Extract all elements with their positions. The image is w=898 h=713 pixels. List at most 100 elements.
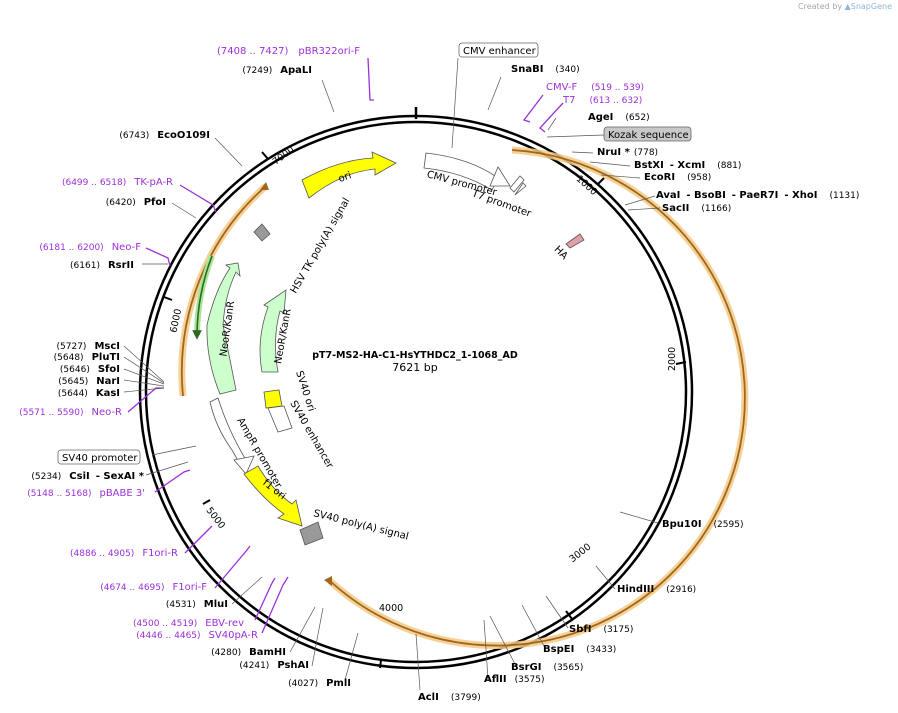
sv40-polya-label: SV40 poly(A) signal [312,508,409,542]
f1-ori-arrow [243,465,303,527]
orf-neo-green [192,254,215,340]
site-sbfi: SbfI(3175) [569,624,633,635]
site-pshai: (4241)PshAI [239,660,309,671]
ha-tag-arrow [565,233,585,249]
primer-neo-r: (5571 .. 5590)Neo-R [19,407,122,418]
site-snabi: SnaBI(340) [511,64,580,75]
site-hindiii: HindIII(2916) [617,584,696,595]
tick-label-1000: 1000 [574,174,599,198]
primer-mark-tkpar [179,184,217,213]
primer-mark-cmvf [522,94,544,123]
boxed-feature-cmv-enhancer: CMV enhancer [458,42,539,58]
tick-labels: 1000 2000 3000 4000 5000 6000 7000 [168,144,678,614]
primer-cmv-f: CMV-F(519 .. 539) [546,82,644,93]
cmv-enhancer-label: CMV enhancer [463,46,537,57]
kozak-label: Kozak sequence [608,130,689,141]
snapgene-credit: Created by ▲SnapGene [798,2,892,11]
site-mlui: (4531)MluI [166,599,228,610]
site-labels-right: SnaBI(340) AgeI(652) NruI *(778) BstXI- … [418,64,859,703]
tick-mark-7000 [261,151,269,160]
snapgene-logo-icon: ▲ [844,2,851,11]
tick-mark-3000 [565,610,573,620]
site-msci: (5727)MscI [57,341,121,352]
tick-label-7000: 7000 [271,144,297,168]
tick-marks [163,151,687,669]
site-leaders [123,57,661,691]
primer-f1ori-f: (4674 .. 4695)F1ori-F [100,582,207,593]
primer-labels: (7408 .. 7427)pBR322ori-F CMV-F(519 .. 5… [19,46,644,641]
site-kasi: (5644)KasI [58,388,120,399]
primer-pbabe-3: (5148 .. 5168)pBABE 3' [27,488,145,499]
primer-mark-sv40par [261,576,289,634]
credit-prefix: Created by [798,2,843,11]
primer-tk-pa-r: (6499 .. 6518)TK-pA-R [62,177,173,188]
primer-mark-ebvrev [254,577,276,621]
orf-main [324,146,749,650]
site-pfoi: (6420)PfoI [106,197,166,208]
primer-mark-f1orir [184,525,213,554]
site-nari: (5645)NarI [58,376,120,387]
tick-mark-2000 [675,361,687,365]
sv40-enhancer-box [267,405,293,433]
neo-inner-arrow [259,289,287,373]
primer-mark-f1orif [214,545,251,589]
primer-mark-t7 [539,102,564,133]
site-sacii: SacII(1166) [662,203,731,214]
sv40-ori-box [263,389,283,409]
tick-label-5000: 5000 [204,505,228,531]
primer-mark-neof [145,247,171,267]
sv40-promoter-label: SV40 promoter [62,453,138,464]
neo-outer-arrow [206,262,241,395]
primer-pbr322ori-f: (7408 .. 7427)pBR322ori-F [217,46,360,57]
credit-brand: SnapGene [850,2,892,11]
primer-neo-f: (6181 .. 6200)Neo-F [39,242,141,253]
ha-label: HA [552,244,570,262]
plasmid-name: pT7-MS2-HA-C1-HsYTHDC2_1-1068_AD [312,350,518,361]
primer-ebv-rev: (4500 .. 4519)EBV-rev [133,618,244,629]
site-pmli: (4027)PmlI [288,678,351,689]
primer-t7: T7(613 .. 632) [562,95,642,106]
primer-mark-pbr322ori [367,57,374,101]
features [206,151,585,546]
ori-label: ori [337,170,353,185]
backbone [138,107,694,670]
sv40-polya-box [299,521,324,546]
site-csii-sexai: (5234)CsiI- SexAI * [31,471,144,482]
tick-mark-1000 [596,177,605,186]
tick-label-3000: 3000 [567,542,593,566]
primer-f1ori-r: (4886 .. 4905)F1ori-R [70,548,178,559]
site-sfoi: (5646)SfoI [60,364,120,375]
primer-mark-pbabe [154,469,191,493]
site-ecori: EcoRI(958) [644,172,711,183]
boxed-feature-kozak: Kozak sequence [603,126,692,142]
tick-mark-4000 [379,659,382,669]
site-agei: AgeI(652) [588,112,650,123]
cmv-promoter-arrow [423,152,499,191]
t7-promoter-label: T7 promoter [469,188,533,220]
orf-left [178,182,269,397]
hsv-tk-polya-label: HSV TK poly(A) signal [289,196,353,295]
tick-mark-5000 [202,499,211,505]
tick-label-6000: 6000 [168,308,184,334]
site-pluti: (5648)PluTI [54,352,120,363]
site-labels-left: (4027)PmlI (4241)PshAI (4280)BamHI (4531… [31,65,351,689]
site-bspei: BspEI(3433) [543,644,616,655]
site-bamhi: (4280)BamHI [211,647,286,658]
site-bstxi-xcmi: BstXI- XcmI(881) [634,160,741,171]
site-ecoo109i: (6743)EcoO109I [119,130,210,141]
site-aflii: AflII(3575) [484,674,545,685]
plasmid-length: 7621 bp [392,361,437,374]
site-rsrii: (6161)RsrII [70,260,134,271]
t7-promoter-arrow [509,175,525,193]
site-avai-group: AvaI- BsoBI- PaeR7I- XhoI(1131) [656,190,859,201]
boxed-feature-sv40-promoter: SV40 promoter [57,449,141,465]
primer-sv40pa-r: (4446 .. 4465)SV40pA-R [136,630,258,641]
site-acli: AclI(3799) [418,692,481,703]
site-bsrgi: BsrGI(3565) [511,662,583,673]
site-bpu10i: Bpu10I(2595) [662,519,743,530]
tick-label-4000: 4000 [379,603,403,614]
tick-mark-6000 [163,296,173,301]
site-nrui: NruI *(778) [597,147,658,158]
hsv-tk-polya-box [253,223,271,242]
